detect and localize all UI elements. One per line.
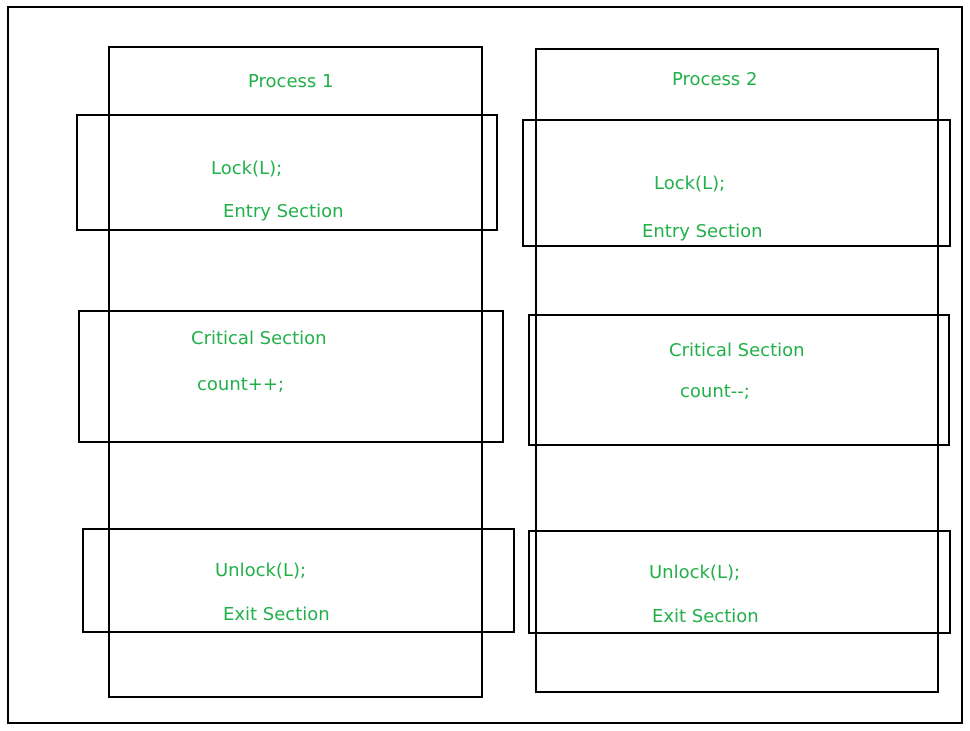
process1-exit-code: Unlock(L); xyxy=(215,560,307,581)
process1-column xyxy=(108,46,483,698)
process1-exit-section-box xyxy=(82,528,515,633)
process1-critical-label: Critical Section xyxy=(191,328,327,349)
process2-title: Process 2 xyxy=(672,69,758,90)
process2-column xyxy=(535,48,939,693)
process2-exit-code: Unlock(L); xyxy=(649,562,741,583)
process2-critical-section-box xyxy=(528,314,950,446)
process2-exit-label: Exit Section xyxy=(652,606,759,627)
process1-title: Process 1 xyxy=(248,71,334,92)
process2-critical-label: Critical Section xyxy=(669,340,805,361)
process1-critical-section-box xyxy=(78,310,504,443)
process2-entry-section-box xyxy=(522,119,951,247)
diagram-frame xyxy=(7,6,963,724)
process2-entry-label: Entry Section xyxy=(642,221,763,242)
process1-entry-label: Entry Section xyxy=(223,201,344,222)
process1-entry-code: Lock(L); xyxy=(211,158,283,179)
process2-entry-code: Lock(L); xyxy=(654,173,726,194)
process2-exit-section-box xyxy=(528,530,951,634)
process1-entry-section-box xyxy=(76,114,498,231)
process1-critical-code: count++; xyxy=(197,374,285,395)
process1-exit-label: Exit Section xyxy=(223,604,330,625)
process2-critical-code: count--; xyxy=(680,381,750,402)
